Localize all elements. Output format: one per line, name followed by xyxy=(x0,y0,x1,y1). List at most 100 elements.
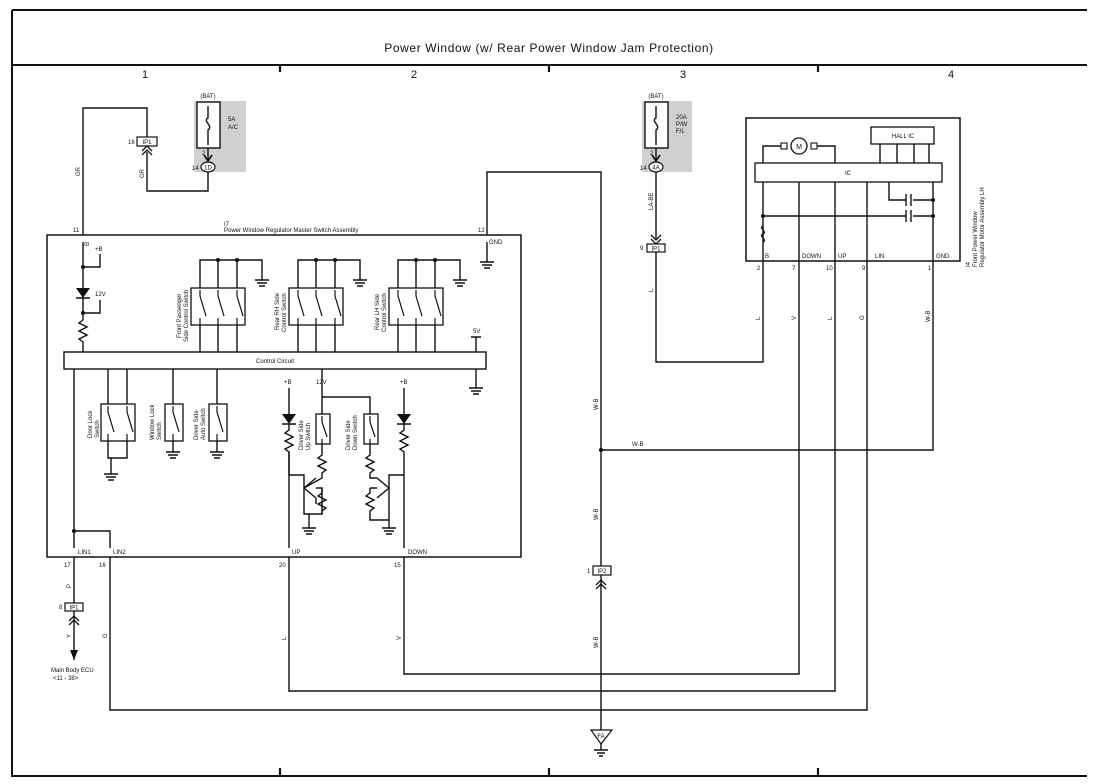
switch-rear-lh-label-2: Control Switch xyxy=(382,293,388,332)
ic-label: IC xyxy=(845,171,852,177)
column-3-number: 3 xyxy=(680,69,686,81)
motor-pin-gnd: 1 xyxy=(928,266,932,272)
hall-ic-label: HALL IC xyxy=(892,134,915,140)
wire-label-l-fuse: L xyxy=(649,288,655,292)
column-4-number: 4 xyxy=(948,69,954,81)
switch-down-label-1: Driver Side xyxy=(346,420,352,450)
wire-down xyxy=(403,263,800,675)
fuse-a-c-rating: 5A xyxy=(228,117,235,123)
fuse-p-w-name2: F/L xyxy=(676,129,685,135)
up-12v: 12V xyxy=(316,380,327,386)
master-pin-gnd: 12 xyxy=(478,228,485,234)
motor-name-2: Regulator Motor Assembly LH xyxy=(980,187,986,267)
master-b-rail xyxy=(76,242,101,352)
ip1-a-label: IP1 xyxy=(142,140,152,146)
ip1-b-pin: 9 xyxy=(640,246,644,252)
switch-rear-rh-label-1: Rear RH Side xyxy=(275,292,281,330)
wire-label-v-down: V xyxy=(397,636,403,640)
switch-rear-lh xyxy=(388,258,467,352)
fuse-a-c-pin-top: 2 xyxy=(202,151,206,157)
up-plus-b: +B xyxy=(284,380,292,386)
wire-label-labe: LA-BE xyxy=(649,193,655,210)
motor-pin-down: 7 xyxy=(792,266,796,272)
wire-label-gr-1: GR xyxy=(76,166,82,176)
motor-pin-b: 2 xyxy=(757,266,761,272)
wire-label-wb-ip2: W-B xyxy=(594,508,600,520)
fuse-p-w-header: (BAT) xyxy=(648,94,663,100)
switch-auto-label-1: Driver Side xyxy=(194,410,200,440)
motor-m-label: M xyxy=(796,144,802,151)
switch-down-label-2: Down Switch xyxy=(353,415,359,450)
switch-rear-rh xyxy=(288,258,367,352)
master-12v-1: 12V xyxy=(95,292,106,298)
motor-term-lin: LIN xyxy=(875,254,884,260)
wire-label-y: Y xyxy=(67,634,73,638)
gnd-control-circuit xyxy=(469,369,483,395)
fuse-a-c-header: (BAT) xyxy=(200,94,215,100)
ip1-a-pin: 16 xyxy=(128,140,135,146)
ground-fa xyxy=(589,729,614,757)
master-term-gnd: GND xyxy=(489,240,503,246)
master-term-lin1: LIN1 xyxy=(78,550,91,556)
wire-label-g-m9: G xyxy=(860,315,866,320)
master-term-down: DOWN xyxy=(408,550,427,556)
motor-pin-up: 10 xyxy=(826,266,833,272)
fuse-a-c-pin-bottom: 14 xyxy=(192,166,199,172)
motor-name-1: Front Power Window xyxy=(973,211,979,267)
master-switch-assembly xyxy=(46,234,522,558)
master-5v: 5V xyxy=(473,329,480,335)
master-pin-b: 11 xyxy=(73,228,80,234)
master-pin-lin1: 17 xyxy=(64,563,71,569)
ecu-name: Main Body ECU xyxy=(51,668,94,674)
fuse-p-w: (BAT) 20A P/W F/L 2 4A 14 xyxy=(640,94,692,173)
diagram-title: Power Window (w/ Rear Power Window Jam P… xyxy=(384,41,713,55)
switch-door-lock-label-2: Switch xyxy=(95,420,101,438)
wire-label-l-m2: L xyxy=(756,316,762,320)
fuse-p-w-name: P/W xyxy=(676,122,688,128)
switch-window-lock-label-2: Switch xyxy=(157,422,163,440)
ip2-connector xyxy=(592,565,612,730)
ip1-c-pin: 8 xyxy=(59,605,63,611)
switch-rear-rh-label-2: Control Switch xyxy=(282,293,288,332)
wire-gr-fuse-to-master xyxy=(82,107,209,235)
wire-lin xyxy=(109,263,868,711)
master-plus-b-1: +B xyxy=(95,247,103,253)
fuse-p-w-rating: 20A xyxy=(676,115,687,121)
switch-window-lock-label-1: Window Lock xyxy=(150,403,156,440)
switch-auto-label-2: Auto Switch xyxy=(201,408,207,440)
ip2-pin: 1 xyxy=(587,569,591,575)
frame xyxy=(11,9,1087,777)
fuse-a-c: (BAT) 5A A/C 2 1D 14 xyxy=(192,94,246,173)
wire-label-wb-h: W-B xyxy=(632,442,644,448)
wire-label-v-m7: V xyxy=(792,316,798,320)
column-1-number: 1 xyxy=(142,69,148,81)
wire-label-wb-m1: W-B xyxy=(926,310,932,322)
motor-term-b: B xyxy=(765,254,769,260)
down-plus-b: +B xyxy=(400,380,408,386)
wire-label-p: P xyxy=(67,584,73,588)
switch-door-lock-label-1: Door Lock xyxy=(88,410,94,438)
gnd-master-gnd xyxy=(480,242,494,269)
ip1-c-label: IP1 xyxy=(69,606,79,612)
wire-up xyxy=(288,263,836,692)
fuse-a-c-name: A/C xyxy=(228,125,239,131)
wire-label-gr-2: GR xyxy=(140,168,146,178)
master-name: Power Window Regulator Master Switch Ass… xyxy=(224,228,358,234)
ip2-label: IP2 xyxy=(597,569,607,575)
control-circuit-label: Control Circuit xyxy=(256,359,294,365)
motor-term-gnd: GND xyxy=(936,254,950,260)
motor-term-up: UP xyxy=(838,254,846,260)
master-pin-up: 20 xyxy=(279,563,286,569)
master-lin-line xyxy=(73,369,111,548)
master-code: I7 xyxy=(224,222,230,228)
motor-assembly xyxy=(745,117,961,263)
up-circuit xyxy=(282,369,371,548)
column-2-number: 2 xyxy=(411,69,417,81)
master-pin-down: 15 xyxy=(394,563,401,569)
wire-label-l-m10: L xyxy=(828,316,834,320)
wire-label-g-lin2: G xyxy=(103,633,109,638)
ip1-b-label: IP1 xyxy=(651,247,661,253)
motor-code: I4 xyxy=(966,261,972,267)
master-lin-splice xyxy=(72,529,76,533)
wire-label-wb-col: W-B xyxy=(594,398,600,410)
